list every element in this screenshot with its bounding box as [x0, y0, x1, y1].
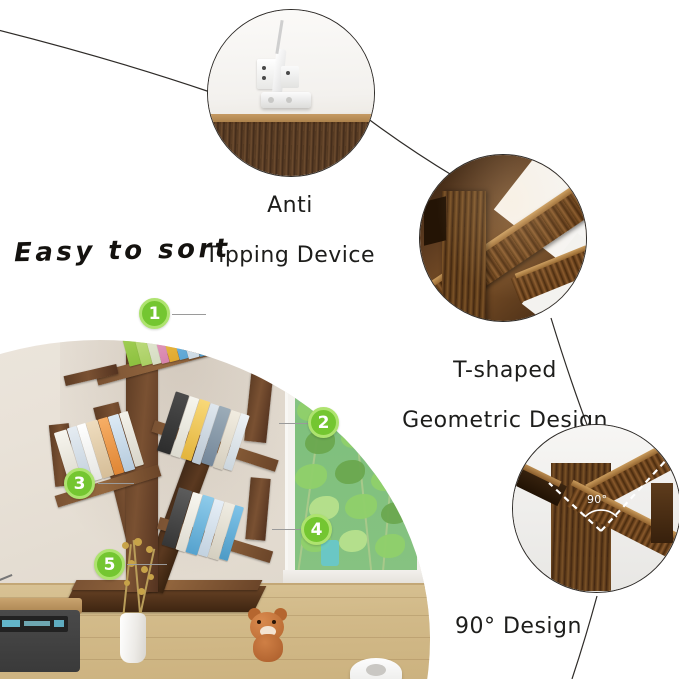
- marker-tick-2: [279, 423, 311, 425]
- shelf-tier-4-riser: [245, 477, 271, 541]
- callout-anti-tipping: [207, 9, 375, 177]
- caption-t-shaped-line2: Geometric Design: [402, 408, 608, 433]
- callout-ninety-degree: 90°: [512, 424, 679, 593]
- anti-tipping-photo: [208, 10, 374, 176]
- callout-t-shaped: [419, 154, 587, 322]
- caption-t-shaped: T-shaped Geometric Design: [392, 333, 618, 458]
- caption-anti-tipping-line2: Tipping Device: [204, 243, 376, 268]
- shelf-tier-1-left-arm: [63, 364, 119, 386]
- angle-marker-svg: [548, 456, 670, 532]
- marker-label-2: 2: [317, 412, 330, 433]
- bear-eye-left: [257, 620, 261, 624]
- marker-tick-1: [172, 314, 206, 316]
- marker-badge-2[interactable]: 2: [308, 407, 339, 438]
- bear-figurine-body: [253, 634, 283, 662]
- t-shaped-photo: [420, 155, 586, 321]
- caption-ninety-degree-line1: 90° Design: [455, 614, 582, 639]
- caption-anti-tipping-line1: Anti: [267, 193, 313, 218]
- marker-badge-5[interactable]: 5: [94, 549, 125, 580]
- bear-eye-right: [272, 620, 276, 624]
- tape-dispenser-core: [366, 664, 386, 676]
- marker-tick-3: [98, 483, 134, 485]
- page-headline: Easy to sort: [13, 233, 232, 269]
- shelf-tier-1-riser: [227, 340, 257, 359]
- marker-label-4: 4: [310, 519, 323, 540]
- marker-tick-4: [272, 529, 304, 531]
- radio-screen: [0, 616, 68, 632]
- marker-badge-4[interactable]: 4: [301, 514, 332, 545]
- ninety-degree-photo: 90°: [513, 425, 679, 592]
- shelf-tier-2-riser: [244, 367, 274, 443]
- marker-tick-5: [127, 564, 167, 566]
- caption-anti-tipping: Anti Tipping Device: [180, 168, 400, 293]
- dried-flowers: [108, 538, 168, 620]
- marker-label-3: 3: [73, 473, 86, 494]
- caption-ninety-degree: 90° Design: [455, 589, 645, 664]
- marker-badge-3[interactable]: 3: [64, 468, 95, 499]
- marker-label-5: 5: [103, 554, 116, 575]
- marker-badge-1[interactable]: 1: [139, 298, 170, 329]
- marker-label-1: 1: [148, 303, 161, 324]
- caption-t-shaped-line1: T-shaped: [453, 358, 557, 383]
- angle-label: 90°: [587, 493, 608, 506]
- flower-vase: [120, 613, 146, 663]
- bear-muzzle: [260, 626, 276, 637]
